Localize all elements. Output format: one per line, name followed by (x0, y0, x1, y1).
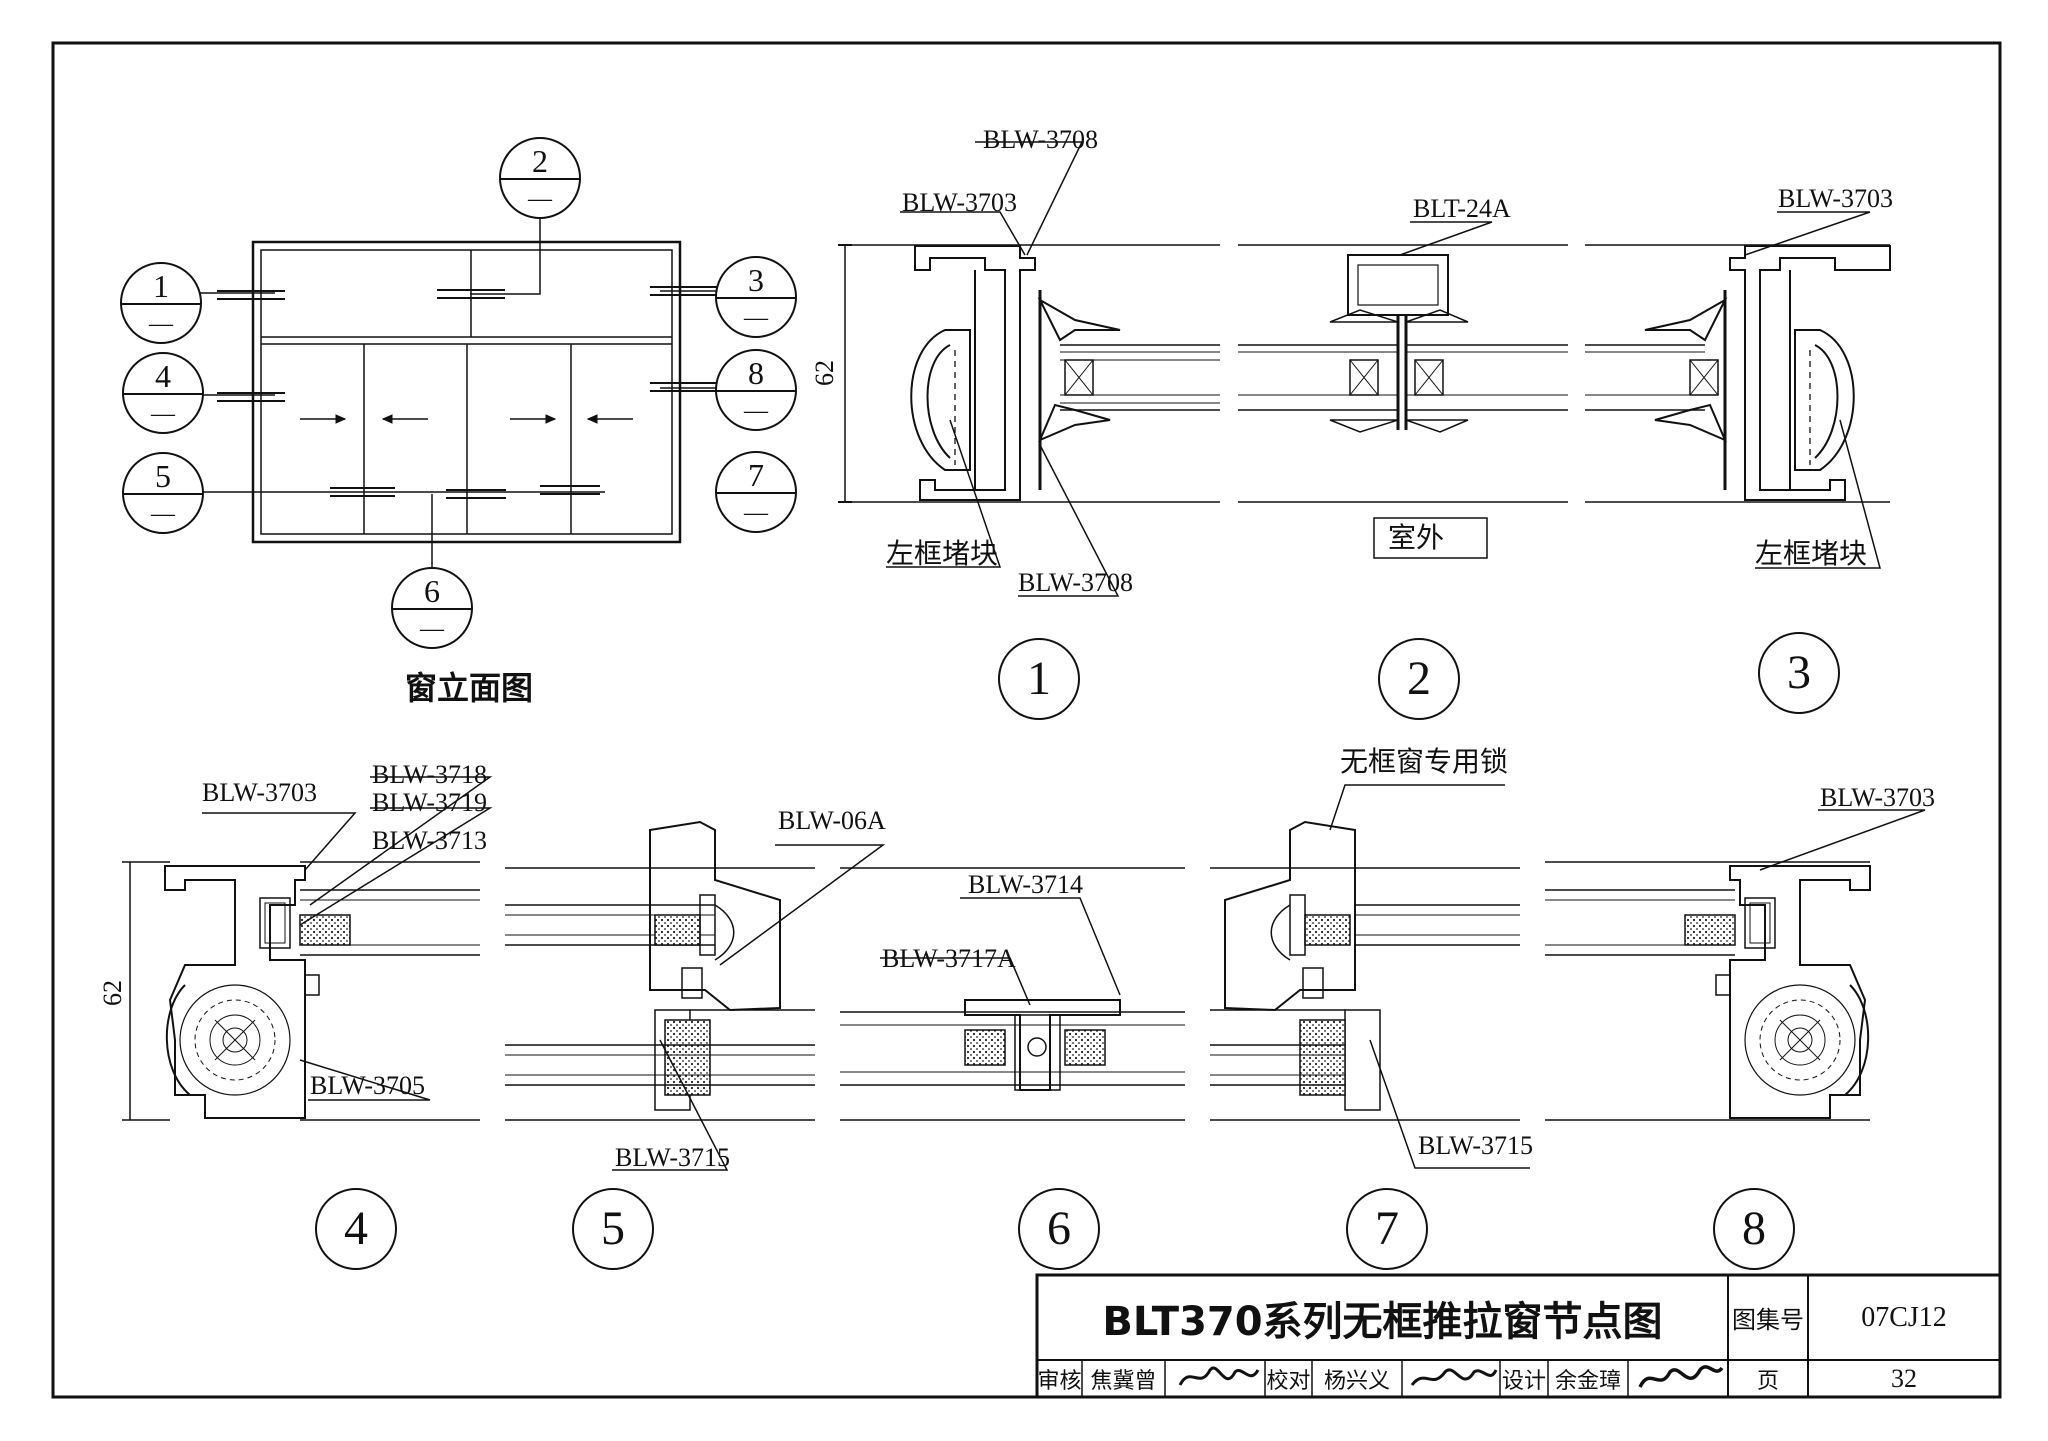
callout-divider (124, 493, 202, 495)
detail-3-number: 3 (1758, 632, 1840, 714)
sheet-border (51, 41, 2002, 1399)
detail-5-drawing (505, 820, 886, 1171)
detail-7-number-text: 7 (1375, 1202, 1399, 1255)
detail-4-label-blw3713: BLW-3713 (372, 826, 488, 855)
detail-8-number-text: 8 (1742, 1202, 1766, 1255)
callout-number: 1 (153, 268, 169, 304)
callout-number: 7 (748, 457, 764, 493)
atlas-number-label: 图集号 (1732, 1306, 1804, 1334)
callout-divider (717, 390, 795, 392)
review-label: 审核 (1037, 1368, 1082, 1394)
elevation-title: 窗立面图 (405, 669, 534, 707)
callout-divider (393, 608, 471, 610)
detail-8-label-blw3703: BLW-3703 (1820, 783, 1936, 812)
callout-divider (124, 393, 202, 395)
callout-divider (122, 303, 200, 305)
checker-name: 杨兴义 (1323, 1368, 1390, 1394)
signature-designer (1638, 1365, 1724, 1388)
signature-reviewer (1178, 1366, 1260, 1386)
callout-divider (717, 492, 795, 494)
callout-divider (501, 178, 579, 180)
detail-4-dimension-62: 62 (98, 980, 127, 1006)
callout-sheet-ref: — (151, 401, 175, 427)
detail-4-label-blw3705: BLW-3705 (310, 1071, 426, 1100)
detail-2-number: 2 (1378, 638, 1460, 720)
detail-6-label-blw3714: BLW-3714 (968, 870, 1084, 899)
detail-1-label-blw3708-bottom: BLW-3708 (1018, 568, 1134, 597)
detail-2-drawing (1238, 221, 1568, 559)
callout-number: 6 (424, 573, 440, 609)
callout-sheet-ref: — (744, 500, 768, 526)
detail-4-label-blw3719: BLW-3719 (372, 788, 488, 817)
detail-7-number: 7 (1346, 1188, 1428, 1270)
detail-7-drawing (1210, 784, 1530, 1169)
detail-1-dimension-62: 62 (810, 360, 839, 386)
designer-name: 余金璋 (1554, 1368, 1621, 1394)
detail-2-number-text: 2 (1407, 652, 1431, 705)
detail-8-drawing (1545, 809, 1926, 1121)
detail-4-number: 4 (315, 1188, 397, 1270)
detail-6-number-text: 6 (1047, 1202, 1071, 1255)
callout-number: 3 (748, 262, 764, 298)
check-label: 校对 (1266, 1368, 1311, 1394)
elevation-callout-2: 2 — (499, 137, 581, 219)
design-label: 设计 (1501, 1368, 1546, 1394)
detail-1-label-left-frame-block: 左框堵块 (886, 537, 999, 570)
detail-7-label-frameless-lock: 无框窗专用锁 (1340, 745, 1509, 778)
page-label: 页 (1756, 1368, 1779, 1394)
detail-5-number-text: 5 (601, 1202, 625, 1255)
elevation-callout-8: 8 — (715, 349, 797, 431)
title-block-frame (1035, 1273, 2002, 1399)
elevation-callout-3: 3 — (715, 256, 797, 338)
detail-5-label-blw06a: BLW-06A (778, 806, 886, 835)
detail-3-number-text: 3 (1787, 646, 1811, 699)
detail-6-label-blw3717a: BLW-3717A (882, 944, 1016, 973)
drawing-title: BLT370系列无框推拉窗节点图 (1102, 1298, 1663, 1345)
detail-3-label-blw3703: BLW-3703 (1778, 184, 1894, 213)
callout-sheet-ref: — (149, 311, 173, 337)
detail-1-drawing (838, 141, 1220, 597)
window-elevation (198, 167, 718, 567)
detail-1-label-blw3703: BLW-3703 (902, 188, 1018, 217)
elevation-callout-1: 1 — (120, 262, 202, 344)
detail-1-number: 1 (998, 638, 1080, 720)
detail-2-label-blt24a: BLT-24A (1413, 194, 1511, 223)
callout-sheet-ref: — (744, 305, 768, 331)
detail-8-number: 8 (1713, 1188, 1795, 1270)
detail-5-label-blw3715: BLW-3715 (615, 1143, 731, 1172)
detail-6-number: 6 (1018, 1188, 1100, 1270)
detail-4-label-blw3703: BLW-3703 (202, 778, 318, 807)
detail-3-label-left-frame-block: 左框堵块 (1755, 537, 1868, 570)
signature-checker (1410, 1368, 1498, 1386)
callout-divider (717, 297, 795, 299)
detail-4-number-text: 4 (344, 1202, 368, 1255)
page-number: 32 (1891, 1363, 1917, 1393)
reviewer-name: 焦冀曾 (1090, 1368, 1157, 1394)
atlas-number: 07CJ12 (1861, 1301, 1947, 1333)
elevation-callout-6: 6 — (391, 567, 473, 649)
detail-4-drawing (122, 776, 493, 1121)
callout-number: 2 (532, 143, 548, 179)
elevation-callout-4: 4 — (122, 352, 204, 434)
callout-number: 8 (748, 355, 764, 391)
elevation-callout-5: 5 — (122, 452, 204, 534)
elevation-callout-7: 7 — (715, 451, 797, 533)
detail-1-number-text: 1 (1027, 652, 1051, 705)
detail-2-label-outdoor: 室外 (1388, 521, 1445, 554)
detail-7-label-blw3715: BLW-3715 (1418, 1131, 1534, 1160)
callout-number: 5 (155, 458, 171, 494)
detail-3-drawing (1585, 211, 1891, 569)
detail-5-number: 5 (572, 1188, 654, 1270)
callout-sheet-ref: — (528, 186, 552, 212)
callout-sheet-ref: — (420, 616, 444, 642)
detail-1-label-blw3708-top: BLW-3708 (983, 125, 1099, 154)
callout-number: 4 (155, 358, 171, 394)
callout-sheet-ref: — (151, 501, 175, 527)
detail-6-drawing (840, 867, 1185, 1121)
detail-4-label-blw3718: BLW-3718 (372, 760, 488, 789)
callout-sheet-ref: — (744, 398, 768, 424)
